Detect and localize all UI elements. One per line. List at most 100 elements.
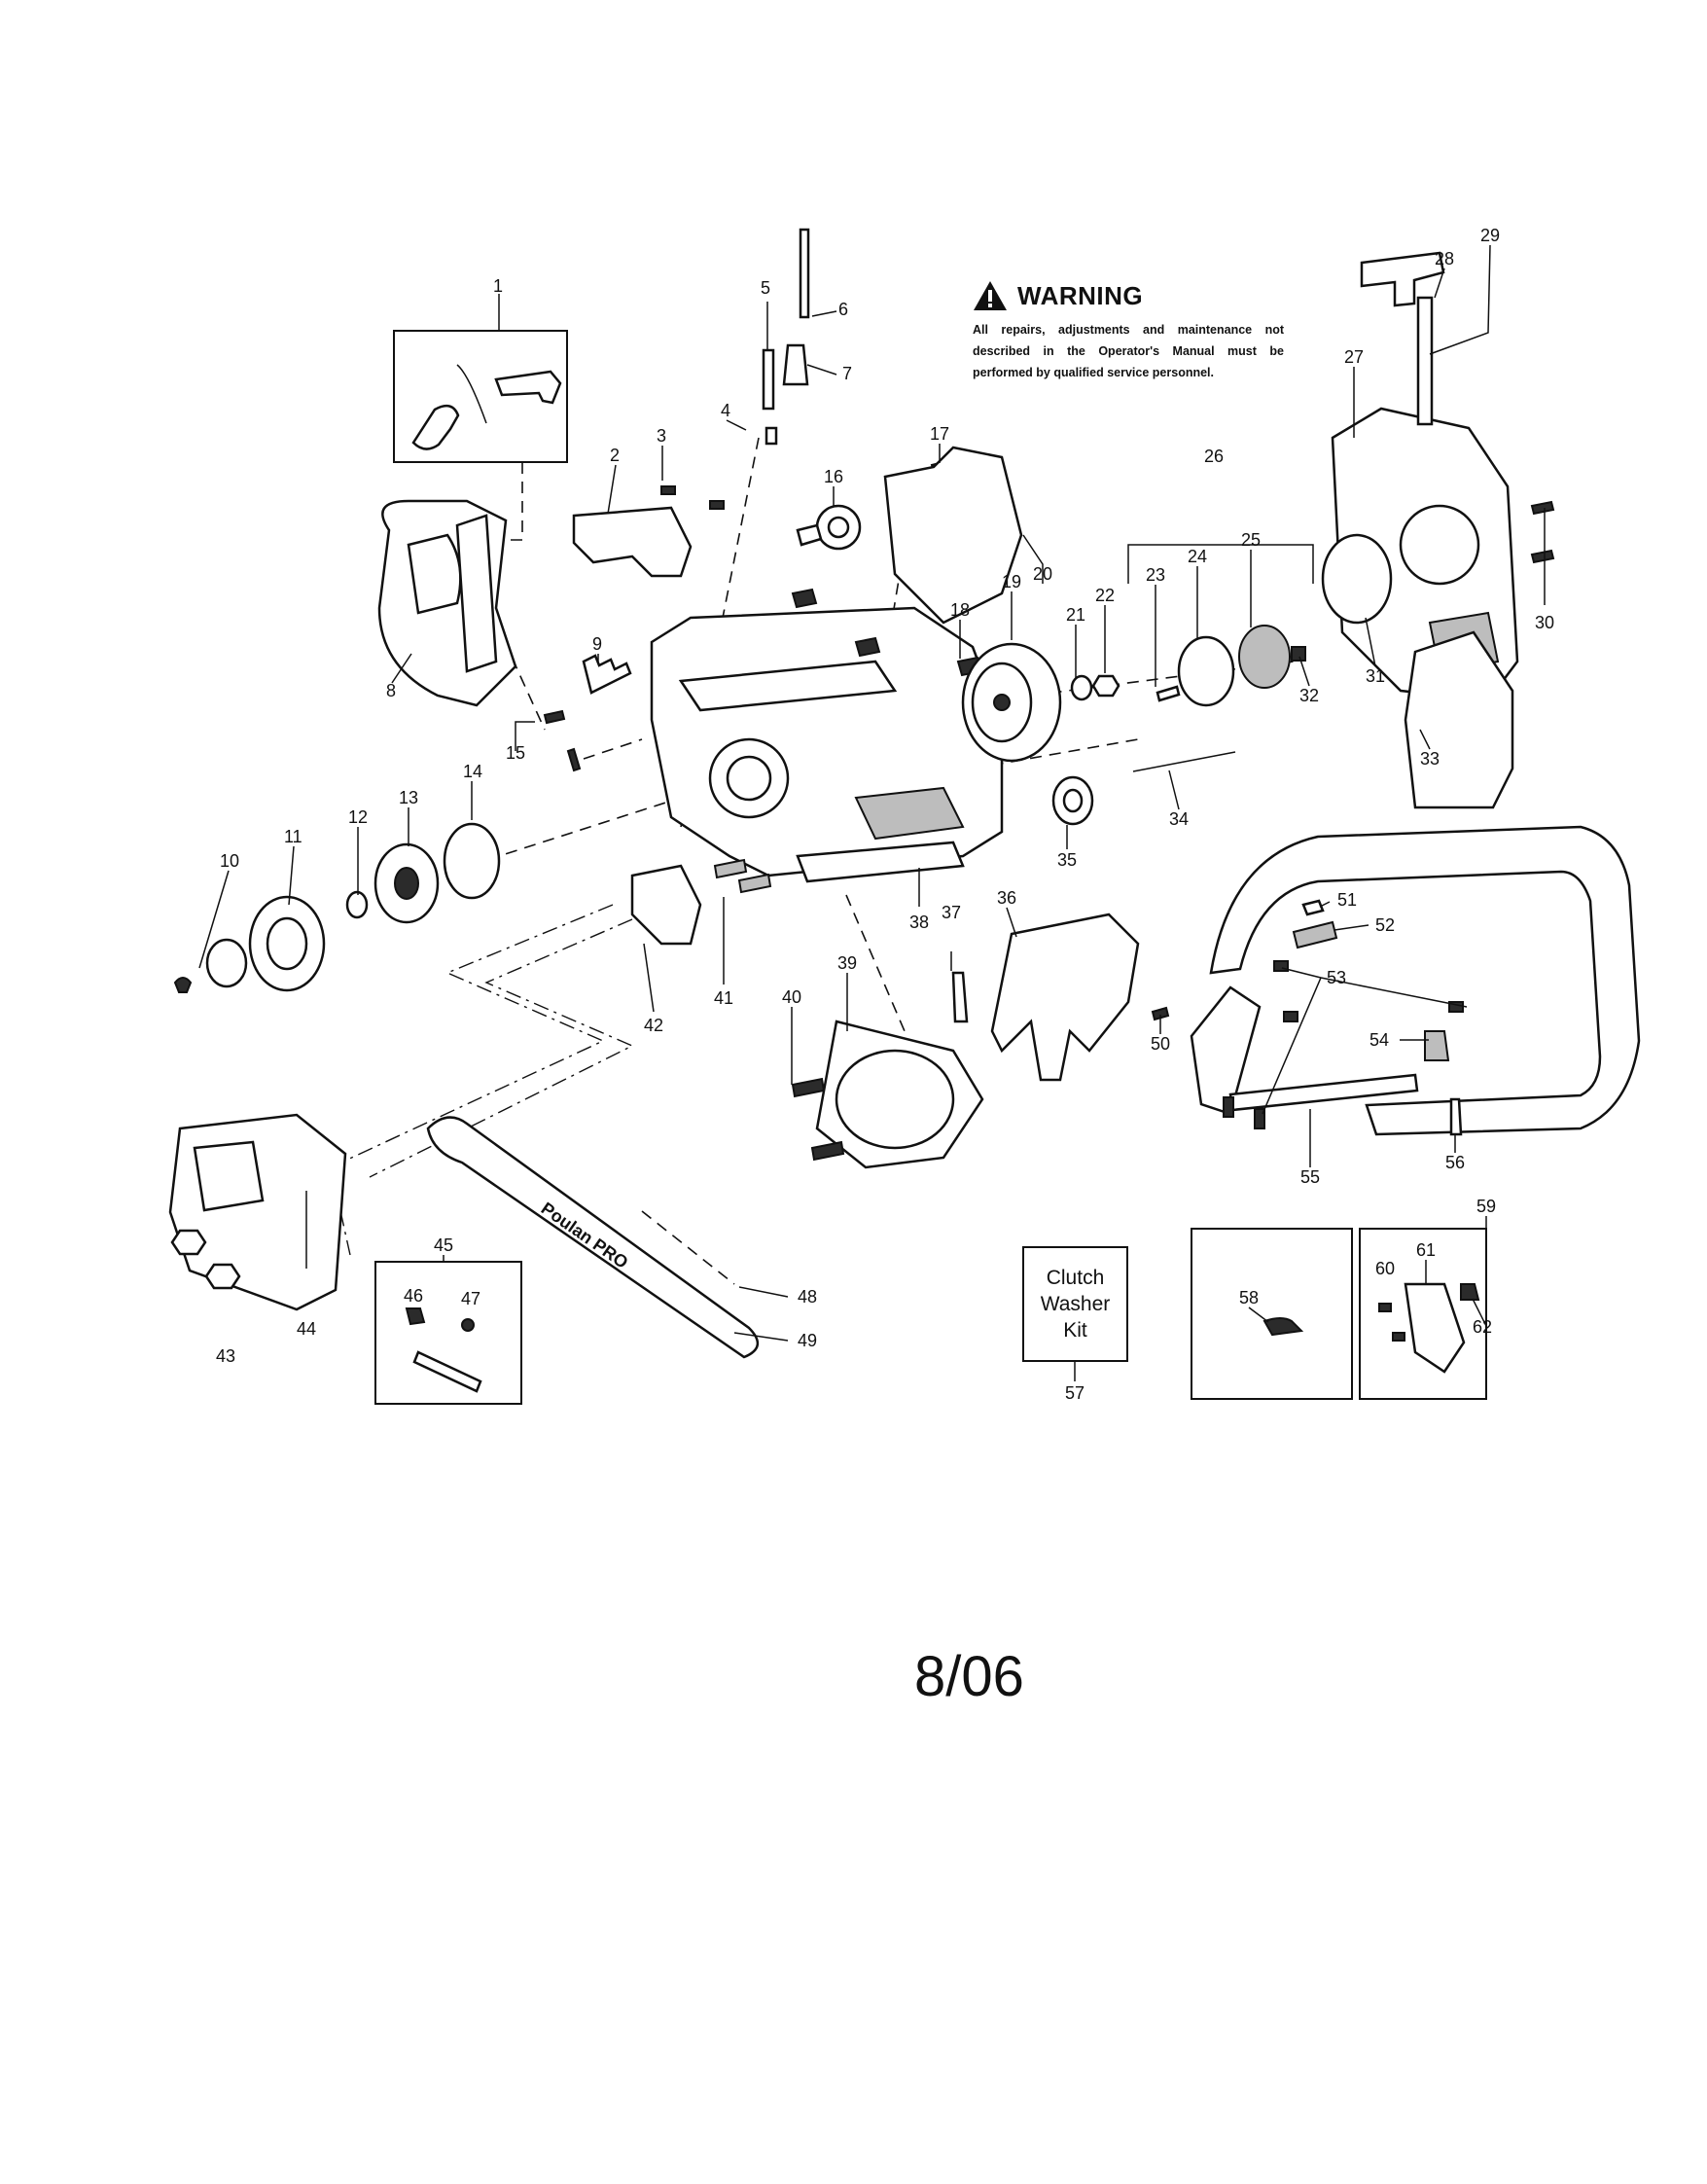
part-1-linkage bbox=[411, 364, 562, 450]
part-14-plate bbox=[443, 822, 501, 900]
part-label: 7 bbox=[842, 364, 852, 383]
assembly-line bbox=[468, 797, 682, 867]
part-label: 17 bbox=[930, 424, 949, 444]
part-26-bracket bbox=[1127, 544, 1314, 584]
part-52-spring bbox=[1292, 920, 1338, 949]
part-label: 32 bbox=[1299, 686, 1319, 705]
part-label: 44 bbox=[297, 1319, 316, 1339]
warning-notice: WARNING All repairs, adjustments and mai… bbox=[973, 280, 1284, 383]
part-9-spring bbox=[582, 654, 632, 695]
part-label: 39 bbox=[837, 953, 857, 973]
part-3-screw bbox=[709, 500, 725, 510]
part-label: 52 bbox=[1375, 915, 1395, 935]
part-6-tube bbox=[799, 228, 810, 319]
part-label: 42 bbox=[644, 1016, 663, 1035]
part-label: 13 bbox=[399, 788, 418, 807]
part-label: 50 bbox=[1151, 1034, 1170, 1054]
part-41-stud bbox=[737, 873, 772, 894]
part-29-rope bbox=[1416, 296, 1434, 426]
part-label: 53 bbox=[1327, 968, 1346, 987]
part-label: 55 bbox=[1300, 1167, 1320, 1187]
part-51-clip bbox=[1301, 899, 1325, 916]
part-15-screw bbox=[566, 747, 582, 772]
part-18-mount bbox=[854, 636, 881, 658]
part-label: 57 bbox=[1065, 1383, 1085, 1403]
part-37-pin bbox=[951, 971, 969, 1023]
part-56-screw bbox=[1449, 1097, 1463, 1136]
part-24-pulley bbox=[1177, 635, 1235, 707]
part-43-nut bbox=[170, 1229, 207, 1256]
part-label: 30 bbox=[1535, 613, 1554, 632]
part-30-screw bbox=[1530, 549, 1555, 564]
bar-guide-line bbox=[369, 918, 634, 1178]
part-53-screw bbox=[1223, 1096, 1234, 1118]
part-label: 25 bbox=[1241, 530, 1261, 550]
part-label: 61 bbox=[1416, 1240, 1436, 1260]
part-label: 49 bbox=[798, 1331, 817, 1350]
part-23-screw bbox=[1156, 685, 1181, 702]
assembly-line bbox=[845, 894, 906, 1032]
part-label: 45 bbox=[434, 1235, 453, 1255]
part-62-knob bbox=[1460, 1283, 1480, 1301]
part-label: 3 bbox=[657, 426, 666, 446]
part-16-fuel-line bbox=[796, 504, 862, 551]
part-label: 51 bbox=[1337, 890, 1357, 910]
part-60-screw bbox=[1392, 1332, 1405, 1342]
part-label: 46 bbox=[404, 1286, 423, 1306]
part-34-rod bbox=[1132, 751, 1236, 772]
part-label: 14 bbox=[463, 762, 482, 781]
part-19-flywheel bbox=[961, 642, 1062, 763]
part-21-washer bbox=[1070, 674, 1093, 701]
part-label: 27 bbox=[1344, 347, 1364, 367]
kit-label: Clutch Washer Kit bbox=[1040, 1267, 1111, 1342]
part-label: 38 bbox=[909, 913, 929, 932]
part-label: 43 bbox=[216, 1346, 235, 1366]
part-label: 11 bbox=[284, 827, 302, 846]
part-46-nut bbox=[405, 1307, 426, 1326]
part-label: 41 bbox=[714, 988, 733, 1008]
part-label: 22 bbox=[1095, 586, 1115, 605]
part-49-guide-bar: Poulan PRO bbox=[426, 1116, 759, 1359]
part-label: 40 bbox=[782, 987, 801, 1007]
part-label: 28 bbox=[1435, 249, 1454, 269]
part-12-washer bbox=[345, 890, 369, 919]
part-8-rear-handle bbox=[377, 499, 517, 707]
part-30-screw bbox=[1530, 500, 1555, 516]
clutch-washer-kit-box: Clutch Washer Kit bbox=[1022, 1246, 1128, 1362]
part-2-cover bbox=[572, 506, 693, 578]
part-label: 54 bbox=[1369, 1030, 1389, 1050]
part-label: 29 bbox=[1480, 226, 1500, 245]
part-18-mount bbox=[791, 588, 818, 609]
part-43-nut bbox=[204, 1263, 241, 1290]
part-5-tube bbox=[762, 348, 775, 411]
part-label: 5 bbox=[761, 278, 770, 298]
part-label: 6 bbox=[838, 300, 848, 319]
part-labels: 1 2 3 4 5 6 7 8 9 10 11 12 13 14 15 16 1… bbox=[216, 226, 1554, 1403]
part-label: 19 bbox=[1002, 572, 1021, 591]
part-label: 15 bbox=[506, 743, 525, 763]
part-label: 12 bbox=[348, 807, 368, 827]
part-label: 35 bbox=[1057, 850, 1077, 870]
part-20-heat-shield bbox=[883, 446, 1023, 625]
part-label: 18 bbox=[950, 600, 970, 620]
part-label: 10 bbox=[220, 851, 239, 871]
date-code: 8/06 bbox=[914, 1645, 1024, 1708]
part-label: 24 bbox=[1188, 547, 1207, 566]
part-15-screw bbox=[543, 709, 566, 725]
part-label: 60 bbox=[1375, 1259, 1395, 1278]
part-13-clutch bbox=[373, 842, 440, 924]
part-40-screw bbox=[810, 1140, 845, 1162]
part-53-screw bbox=[1283, 1011, 1298, 1022]
part-label: 62 bbox=[1473, 1317, 1492, 1337]
part-label: 36 bbox=[997, 888, 1016, 908]
warning-text: All repairs, adjustments and maintenance… bbox=[973, 323, 1284, 379]
part-36-hand-guard bbox=[990, 913, 1140, 1082]
warning-title: WARNING bbox=[1017, 280, 1144, 310]
part-label: 31 bbox=[1366, 666, 1385, 686]
part-label: 56 bbox=[1445, 1153, 1465, 1172]
part-label: 59 bbox=[1476, 1197, 1496, 1216]
part-label: 37 bbox=[942, 903, 961, 922]
part-48-chain bbox=[641, 1210, 735, 1285]
part-label: 33 bbox=[1420, 749, 1440, 769]
kit-box-59 bbox=[1359, 1228, 1487, 1400]
